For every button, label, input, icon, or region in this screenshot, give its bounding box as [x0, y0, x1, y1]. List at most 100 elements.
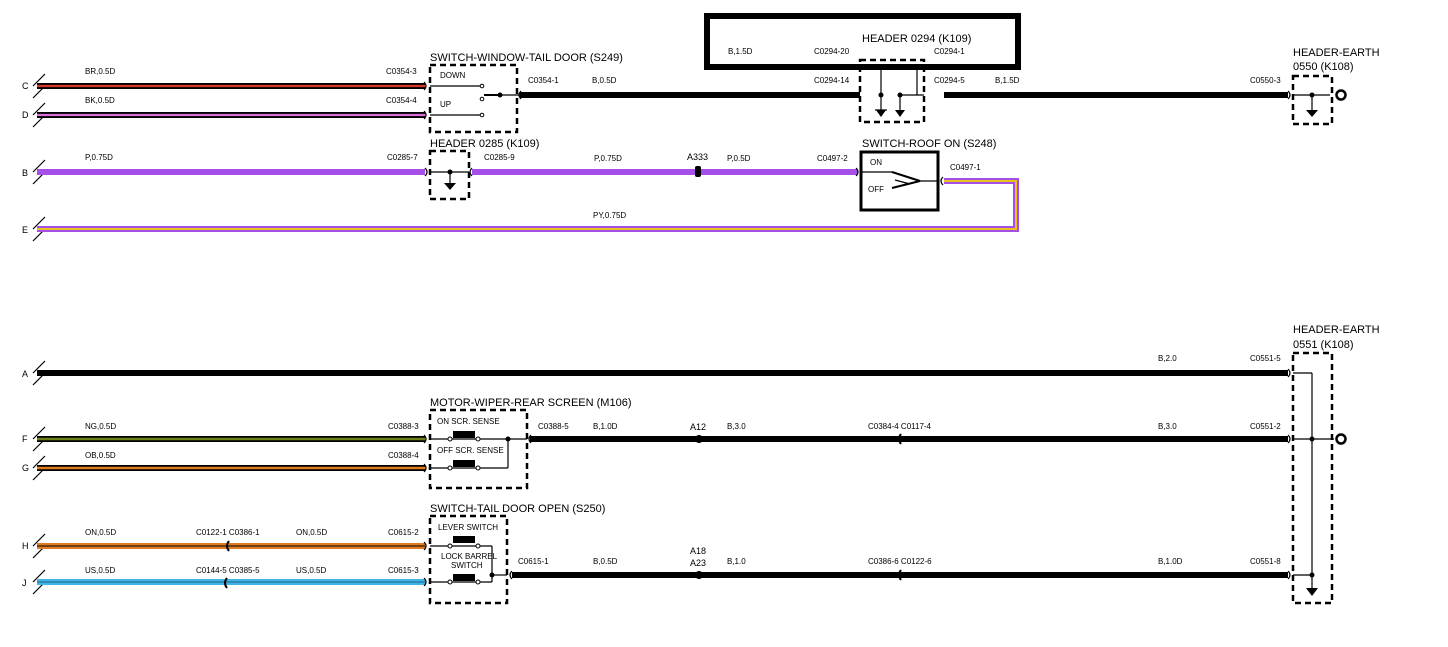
- wire-label-c-right: B,1.5D: [995, 76, 1020, 85]
- header-earth-0551-title-1: HEADER-EARTH: [1293, 324, 1380, 336]
- header-earth-0550: HEADER-EARTH 0550 (K108): [1291, 47, 1380, 126]
- wire-label-f-mid1: B,1.0D: [593, 422, 618, 431]
- connector-c0550-3: C0550-3: [1250, 76, 1281, 85]
- switch-roof-title: SWITCH-ROOF ON (S248): [862, 138, 996, 150]
- row-label-f: F: [22, 434, 28, 444]
- row-label-h: H: [22, 541, 29, 551]
- header-0294-frame: [704, 13, 1021, 70]
- wire-label-j-right: B,1.0D: [1158, 557, 1183, 566]
- connector-c0551-8: C0551-8: [1250, 557, 1281, 566]
- connector-labels: C0354-3 C0354-4 C0354-1 C0294-20 C0294-1…: [196, 47, 1281, 575]
- wire-label-c-mid: B,0.5D: [592, 76, 617, 85]
- row-label-j: J: [22, 578, 27, 588]
- motor-wiper-title: MOTOR-WIPER-REAR SCREEN (M106): [430, 397, 631, 409]
- lock-barrel-label-2: SWITCH: [451, 561, 483, 570]
- connector-c0497-1: C0497-1: [950, 163, 981, 172]
- wire-label-j-left: US,0.5D: [85, 566, 115, 575]
- wire-label-b-right: P,0.5D: [727, 154, 751, 163]
- wire-label-f-left: NG,0.5D: [85, 422, 116, 431]
- header-earth-0550-title-2: 0550 (K108): [1293, 61, 1354, 73]
- header-earth-0551-box: [1291, 351, 1334, 605]
- header-earth-0550-box: [1291, 74, 1334, 126]
- wire-label-f-right: B,3.0: [1158, 422, 1177, 431]
- connector-c0388-4: C0388-4: [388, 451, 419, 460]
- connector-c0144-5-c0385-5: C0144-5 C0385-5: [196, 566, 260, 575]
- splice-label-a333: A333: [687, 152, 708, 162]
- connector-c0354-3: C0354-3: [386, 67, 417, 76]
- row-label-g: G: [22, 463, 29, 473]
- connector-c0386-6-c0122-6: C0386-6 C0122-6: [868, 557, 932, 566]
- header-0285-box: [428, 149, 471, 201]
- connector-c0388-3: C0388-3: [388, 422, 419, 431]
- motor-wiper-box: [428, 408, 529, 490]
- splice-label-a12: A12: [690, 422, 706, 432]
- connector-c0551-2: C0551-2: [1250, 422, 1281, 431]
- splice-label-a23: A23: [690, 558, 706, 568]
- switch-window-box: [428, 63, 519, 134]
- header-0285: HEADER 0285 (K109): [424, 138, 539, 201]
- wire-label-j-mid: US,0.5D: [296, 566, 326, 575]
- connector-c0285-7: C0285-7: [387, 153, 418, 162]
- row-label-d: D: [22, 110, 29, 120]
- connector-c0354-1: C0354-1: [528, 76, 559, 85]
- connector-c0615-2: C0615-2: [388, 528, 419, 537]
- header-earth-0551: HEADER-EARTH 0551 (K108): [1287, 90, 1380, 605]
- header-0285-title: HEADER 0285 (K109): [430, 138, 539, 150]
- connector-c0551-5: C0551-5: [1250, 354, 1281, 363]
- splice-a18-a23: [695, 571, 703, 579]
- connector-c0354-4: C0354-4: [386, 96, 417, 105]
- wire-label-g-left: OB,0.5D: [85, 451, 116, 460]
- switch-window-title: SWITCH-WINDOW-TAIL DOOR (S249): [430, 52, 623, 64]
- wire-label-h-left: ON,0.5D: [85, 528, 116, 537]
- splice-a12: [695, 435, 703, 443]
- switch-roof-on-label: ON: [870, 158, 882, 167]
- switch-tail-door-open: SWITCH-TAIL DOOR OPEN (S250) LEVER SWITC…: [423, 503, 605, 605]
- row-label-c: C: [22, 81, 29, 91]
- break-marks: [32, 73, 46, 595]
- row-label-e: E: [22, 225, 28, 235]
- wire-label-j-mid2: B,1.0: [727, 557, 746, 566]
- switch-roof-off-label: OFF: [868, 185, 884, 194]
- switch-roof-on: SWITCH-ROOF ON (S248) ON OFF: [855, 138, 996, 212]
- lever-switch-label: LEVER SWITCH: [438, 523, 498, 532]
- wire-label-b-left: P,0.75D: [85, 153, 113, 162]
- inline-connectors: [224, 433, 902, 589]
- connector-c0615-3: C0615-3: [388, 566, 419, 575]
- wiper-on-sense-label: ON SCR. SENSE: [437, 417, 500, 426]
- switch-window-up-label: UP: [440, 100, 451, 109]
- splice-a333: [695, 166, 701, 177]
- splice-points: A333 A12 A18 A23: [687, 152, 708, 579]
- wiper-off-sense-label: OFF SCR. SENSE: [437, 446, 504, 455]
- wire-label-h-mid: ON,0.5D: [296, 528, 327, 537]
- connector-c0615-1: C0615-1: [518, 557, 549, 566]
- motor-wiper-rear-screen: MOTOR-WIPER-REAR SCREEN (M106) ON SCR. S…: [423, 397, 631, 490]
- row-markers: C D B E A F G H J: [22, 73, 46, 595]
- connector-c0294-20: C0294-20: [814, 47, 850, 56]
- wire-label-d-left: BK,0.5D: [85, 96, 115, 105]
- lock-barrel-label-1: LOCK BARREL: [441, 552, 498, 561]
- header-0294-box: [858, 58, 926, 124]
- connector-c0294-1: C0294-1: [934, 47, 965, 56]
- wire-label-b-mid: P,0.75D: [594, 154, 622, 163]
- splice-label-a18: A18: [690, 546, 706, 556]
- switch-window-down-label: DOWN: [440, 71, 466, 80]
- wire-label-j-mid1: B,0.5D: [593, 557, 618, 566]
- switch-tail-box: [428, 514, 509, 605]
- header-0294-title: HEADER 0294 (K109): [862, 33, 971, 45]
- switch-tail-title: SWITCH-TAIL DOOR OPEN (S250): [430, 503, 605, 515]
- header-earth-0551-title-2: 0551 (K108): [1293, 339, 1354, 351]
- wire-label-a-right: B,2.0: [1158, 354, 1177, 363]
- connector-c0294-14: C0294-14: [814, 76, 850, 85]
- connector-c0497-2: C0497-2: [817, 154, 848, 163]
- header-0294: HEADER 0294 (K109): [704, 13, 1021, 124]
- connector-c0285-9: C0285-9: [484, 153, 515, 162]
- wire-label-header-top: B,1.5D: [728, 47, 753, 56]
- row-label-a: A: [22, 369, 28, 379]
- wire-label-f-mid2: B,3.0: [727, 422, 746, 431]
- earth-point-icon: [1335, 433, 1347, 445]
- switch-window-tail-door: SWITCH-WINDOW-TAIL DOOR (S249) DOWN UP: [423, 52, 623, 134]
- header-earth-0550-title-1: HEADER-EARTH: [1293, 47, 1380, 59]
- wires: [37, 83, 1288, 585]
- connector-c0384-4-c0117-4: C0384-4 C0117-4: [868, 422, 932, 431]
